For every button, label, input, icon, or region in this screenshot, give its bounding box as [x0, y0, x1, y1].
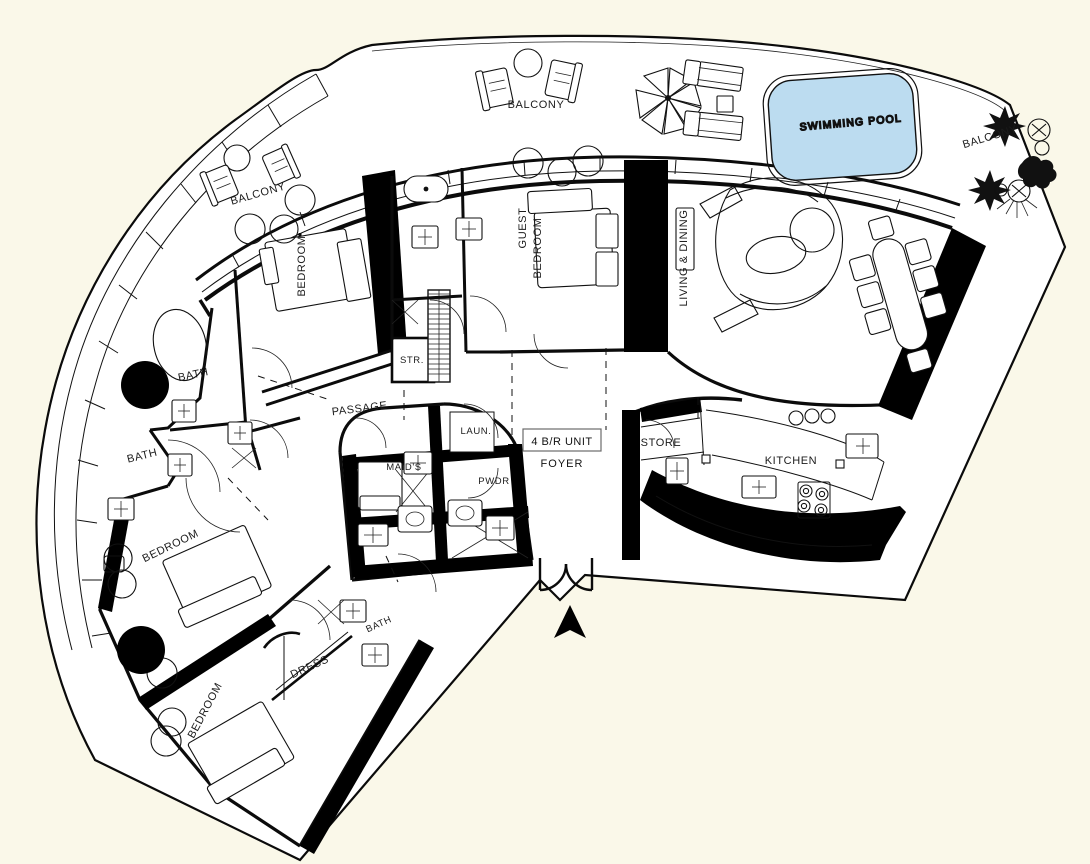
label-bedroom-top: BEDROOM: [296, 235, 308, 296]
balcony-left-furniture: [199, 143, 301, 207]
label-powder-room: PWDR: [478, 476, 509, 487]
label-balcony-top: BALCONY: [508, 99, 565, 111]
swimming-pool: [762, 67, 923, 186]
label-guest-bedroom-line2: BEDROOM: [532, 217, 544, 278]
label-store-stair: STR.: [400, 355, 424, 366]
pool-deck-furniture: [635, 59, 744, 142]
unit-badge-label: 4 B/R UNIT: [531, 436, 592, 448]
interior-walls: [98, 145, 986, 854]
entry-direction-arrow: [554, 605, 586, 638]
unit-badge-group: 4 B/R UNIT FOYER: [522, 428, 602, 470]
label-laundry: LAUN.: [461, 426, 492, 437]
section-guide-lines: [227, 348, 699, 583]
door-swings: [251, 295, 675, 641]
label-store: STORE: [641, 437, 682, 449]
balcony-right-plants: [968, 106, 1057, 218]
main-entrance-doors: [538, 558, 594, 592]
label-guest-bedroom-line1: GUEST: [517, 208, 529, 249]
balcony-top-furniture: [475, 48, 583, 112]
label-maids-room: MAID'S: [386, 462, 422, 473]
label-foyer: FOYER: [541, 458, 584, 470]
label-living-dining: LIVING & DINING: [678, 209, 690, 306]
label-kitchen: KITCHEN: [765, 455, 817, 467]
unit-badge-box: [522, 428, 602, 452]
